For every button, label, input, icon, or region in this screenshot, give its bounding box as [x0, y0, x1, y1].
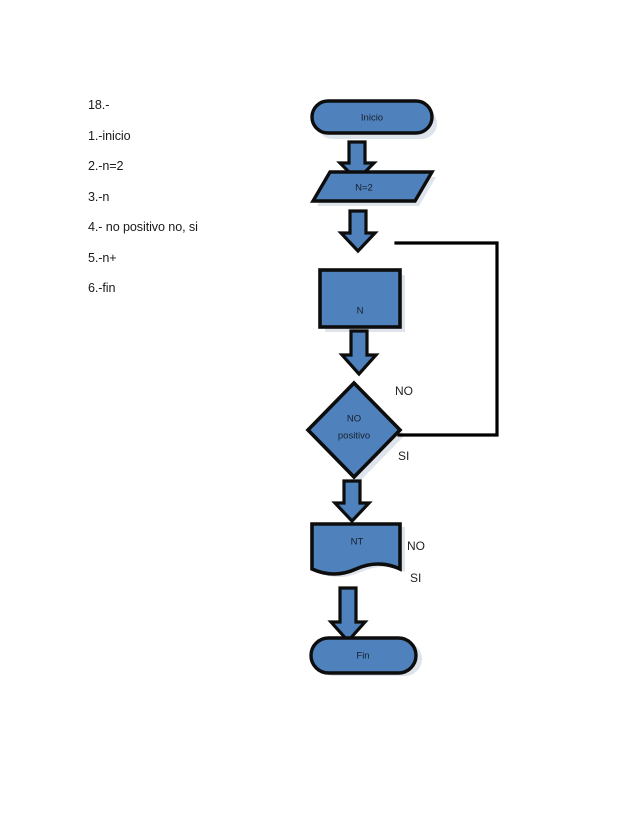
arrow-input-to-process [337, 209, 379, 254]
document-branch-si-label: SI [410, 571, 421, 585]
process-shape [318, 268, 402, 329]
list-item: 3.-n [88, 189, 110, 204]
parallelogram-shape [310, 170, 435, 203]
decision-branch-no-label: NO [395, 384, 413, 398]
document-shape [310, 522, 402, 576]
node-document-label: NT [351, 537, 364, 548]
node-document[interactable]: NT [310, 522, 402, 576]
list-item: 4.- no positivo no, si [88, 220, 198, 234]
node-end[interactable]: Fin [309, 636, 418, 675]
decision-shape [305, 380, 403, 480]
steps-list-title: 18.- [88, 98, 110, 112]
list-item: 6.-fin [88, 281, 116, 295]
feedback-connector [394, 241, 499, 437]
node-start[interactable]: Inicio [310, 99, 434, 135]
node-start-label: Inicio [361, 113, 383, 124]
node-process-label: N [357, 306, 364, 317]
arrow-decision-to-document [331, 479, 373, 524]
node-decision[interactable]: NO positivo [305, 380, 403, 480]
list-item: 1.-inicio [88, 128, 131, 143]
node-decision-label-line2: positivo [338, 431, 370, 442]
steps-list: 18.- 1.-inicio 2.-n=2 3.-n 4.- no positi… [88, 98, 288, 312]
list-item: 5.-n+ [88, 250, 117, 265]
node-end-label: Fin [356, 651, 369, 662]
arrow-process-to-decision [338, 329, 380, 377]
terminator-shape [310, 99, 434, 135]
node-decision-label-line1: NO [347, 414, 361, 425]
terminator-shape [309, 636, 418, 675]
list-item: 2.-n=2 [88, 159, 124, 173]
arrow-document-to-end [327, 586, 369, 644]
decision-branch-si-label: SI [398, 449, 409, 463]
node-input[interactable]: N=2 [310, 170, 435, 203]
node-input-label: N=2 [355, 183, 373, 194]
document-branch-no-label: NO [407, 539, 425, 553]
node-process[interactable]: N [318, 268, 402, 329]
